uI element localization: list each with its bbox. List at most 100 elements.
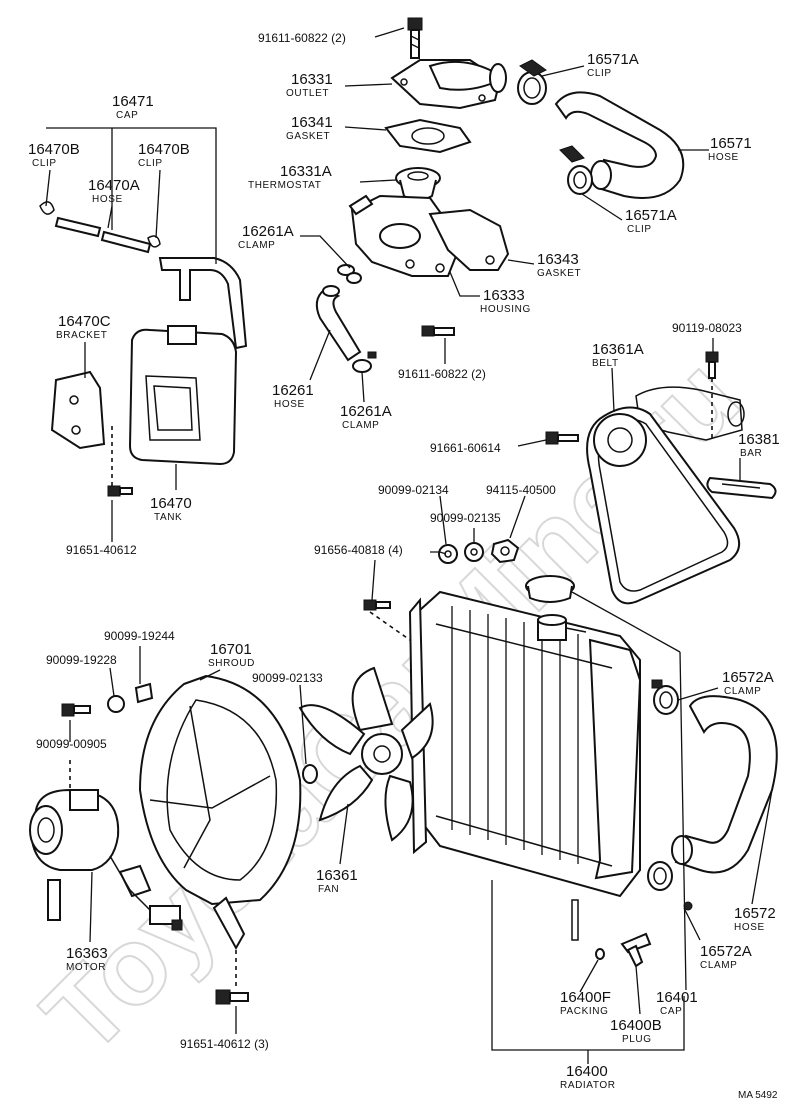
label-16470C: 16470C bbox=[58, 313, 111, 330]
label-cap-16471: CAP bbox=[116, 110, 138, 121]
label-16572: 16572 bbox=[734, 905, 776, 922]
label-16341: 16341 bbox=[291, 114, 333, 131]
bolt-91611-top bbox=[407, 17, 423, 59]
washer-90099-02133 bbox=[302, 764, 318, 784]
label-16571A-top: 16571A bbox=[587, 51, 639, 68]
bolt-91656 bbox=[363, 599, 391, 611]
pump-alternator bbox=[635, 386, 745, 441]
label-16470: 16470 bbox=[150, 495, 192, 512]
label-94115-40500: 94115-40500 bbox=[486, 483, 556, 497]
label-91611-60822-top: 91611-60822 (2) bbox=[258, 31, 346, 45]
bolt-90099-00905 bbox=[61, 703, 91, 717]
label-bar: BAR bbox=[740, 448, 762, 459]
thermostat-16331A bbox=[395, 167, 441, 201]
label-tank: TANK bbox=[154, 512, 182, 523]
bolt-91661 bbox=[545, 431, 579, 445]
label-gasket-16341: GASKET bbox=[286, 131, 330, 142]
label-fan: FAN bbox=[318, 884, 339, 895]
label-16470B-right: 16470B bbox=[138, 141, 190, 158]
label-clamp-16261A-bot: CLAMP bbox=[342, 420, 379, 431]
label-radiator: RADIATOR bbox=[560, 1080, 616, 1091]
label-90099-02134: 90099-02134 bbox=[378, 483, 449, 497]
label-16331A: 16331A bbox=[280, 163, 332, 180]
clip-16571A-top bbox=[517, 59, 547, 105]
label-clamp-16572A-top: CLAMP bbox=[724, 686, 761, 697]
label-clip-16571A-top: CLIP bbox=[587, 68, 612, 79]
label-16470A: 16470A bbox=[88, 177, 140, 194]
label-16401: 16401 bbox=[656, 989, 698, 1006]
leader-lines bbox=[45, 27, 773, 1064]
gasket-16341 bbox=[384, 118, 472, 154]
labels: 91611-60822 (2) 16331 OUTLET 16341 GASKE… bbox=[28, 31, 780, 1101]
label-motor: MOTOR bbox=[66, 962, 106, 973]
label-16400F: 16400F bbox=[560, 989, 611, 1006]
label-clip-16571A-bot: CLIP bbox=[627, 224, 652, 235]
cap-16401 bbox=[525, 575, 575, 603]
label-90099-19228: 90099-19228 bbox=[46, 653, 117, 667]
label-clip-16470B-left: CLIP bbox=[32, 158, 57, 169]
clamp-16261A-bot bbox=[352, 351, 377, 373]
bracket-16470C bbox=[50, 370, 106, 450]
clamp-16572A-bot bbox=[647, 861, 693, 911]
label-16381: 16381 bbox=[738, 431, 780, 448]
clamp-16261A-top bbox=[337, 264, 362, 284]
label-hose-16572: HOSE bbox=[734, 922, 765, 933]
label-90099-02135: 90099-02135 bbox=[430, 511, 501, 525]
clip-16470B-left bbox=[39, 201, 55, 215]
label-16572A-bot: 16572A bbox=[700, 943, 752, 960]
label-16343: 16343 bbox=[537, 251, 579, 268]
packing-16400F bbox=[595, 948, 605, 960]
label-thermostat: THERMOSTAT bbox=[248, 180, 321, 191]
label-91661-60614: 91661-60614 bbox=[430, 441, 501, 455]
motor-16363 bbox=[29, 788, 183, 931]
label-16400B: 16400B bbox=[610, 1017, 662, 1034]
label-16471: 16471 bbox=[112, 93, 154, 110]
label-91656-40818: 91656-40818 (4) bbox=[314, 543, 403, 557]
label-housing: HOUSING bbox=[480, 304, 531, 315]
label-hose-16571: HOSE bbox=[708, 152, 739, 163]
label-91611-60822-mid: 91611-60822 (2) bbox=[398, 367, 486, 381]
label-91651-40612: 91651-40612 bbox=[66, 543, 137, 557]
tank-16470 bbox=[128, 325, 238, 466]
clamp-16572A-top bbox=[651, 679, 679, 715]
label-hose-16261: HOSE bbox=[274, 399, 305, 410]
label-16361: 16361 bbox=[316, 867, 358, 884]
outlet-16331 bbox=[390, 59, 507, 110]
label-plug: PLUG bbox=[622, 1034, 652, 1045]
label-16363: 16363 bbox=[66, 945, 108, 962]
label-belt: BELT bbox=[592, 358, 619, 369]
label-outlet: OUTLET bbox=[286, 88, 329, 99]
grommets-90099-19244-19228 bbox=[107, 682, 154, 713]
label-hose-16470A: HOSE bbox=[92, 194, 123, 205]
clip-16571A-bot bbox=[559, 145, 593, 195]
label-16261A-bot: 16261A bbox=[340, 403, 392, 420]
hose-16470A bbox=[54, 216, 152, 254]
label-16261: 16261 bbox=[272, 382, 314, 399]
label-90099-19244: 90099-19244 bbox=[104, 629, 175, 643]
label-16361A: 16361A bbox=[592, 341, 644, 358]
label-cap-16401: CAP bbox=[660, 1006, 682, 1017]
label-16470B-left: 16470B bbox=[28, 141, 80, 158]
fan-16361 bbox=[298, 666, 434, 842]
label-16701: 16701 bbox=[210, 641, 252, 658]
belt-16361A bbox=[586, 406, 741, 605]
sheet-code: MA 5492 bbox=[738, 1090, 778, 1101]
label-90099-00905: 90099-00905 bbox=[36, 737, 107, 751]
label-16400: 16400 bbox=[566, 1063, 608, 1080]
label-gasket-16343: GASKET bbox=[537, 268, 581, 279]
hose-16572 bbox=[671, 695, 778, 874]
radiator-16400 bbox=[408, 590, 642, 941]
bar-16381 bbox=[706, 476, 777, 500]
bolt-91651-bottom bbox=[215, 989, 249, 1005]
label-clamp-16572A-bot: CLAMP bbox=[700, 960, 737, 971]
label-16571A-bot: 16571A bbox=[625, 207, 677, 224]
label-90119-08023: 90119-08023 bbox=[672, 321, 742, 335]
housing-16333 bbox=[348, 194, 510, 277]
shroud-16701 bbox=[118, 674, 302, 951]
label-16572A-top: 16572A bbox=[722, 669, 774, 686]
bolt-91651-40612 bbox=[107, 485, 133, 497]
plug-16400B bbox=[620, 932, 652, 968]
cap-16471 bbox=[158, 257, 248, 350]
label-91651-40612-3: 91651-40612 (3) bbox=[180, 1037, 269, 1051]
label-packing: PACKING bbox=[560, 1006, 608, 1017]
